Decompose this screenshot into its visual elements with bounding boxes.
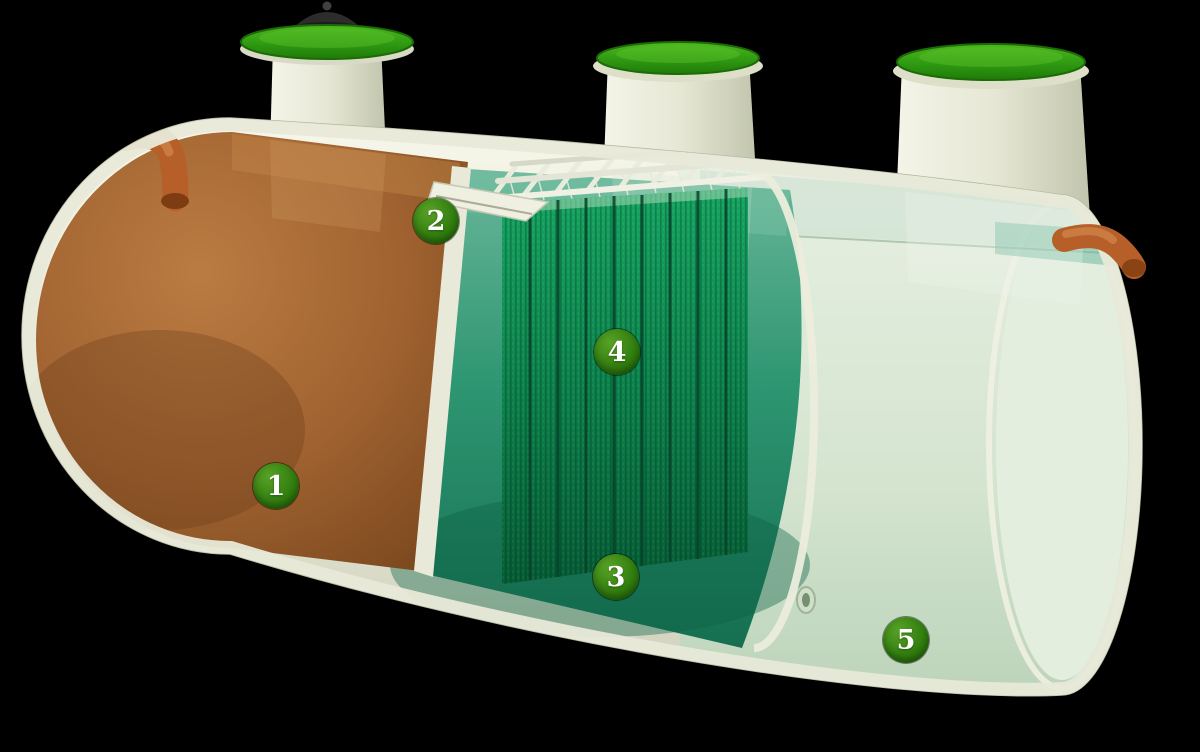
callout-badge-5: 5 [883,617,929,663]
lid-left [240,24,414,60]
lid-middle-highlight [616,45,740,63]
callout-badge-3: 3 [593,554,639,600]
curtain-top-band [502,188,748,213]
outlet-pipe-opening [1122,259,1146,277]
biofilter-curtains [502,188,748,584]
callout-badge-1: 1 [253,463,299,509]
tank-interior [22,118,1142,696]
callout-badge-4-label: 4 [607,336,627,368]
riser-right-inner-glow [905,192,1085,305]
shell-cut-edge [22,118,1142,696]
callout-badge-2-label: 2 [426,205,446,237]
curtain-panel-gaps [528,189,728,580]
lid-right [896,43,1086,81]
end-cap-right-inner [996,210,1128,680]
callout-badge-4: 4 [594,329,640,375]
drain-hole [796,586,816,614]
chamber-1-surface-band [232,134,460,202]
chamber-2-3-rim [753,168,818,652]
lid-right-highlight [919,47,1063,67]
callout-badge-2: 2 [413,198,459,244]
inlet-pipe-opening [161,193,189,209]
riser-left-inner-glow [270,140,386,232]
lid-left-highlight [259,28,395,48]
transfer-chute-edge [435,195,533,215]
callout-badge-1-label: 1 [266,470,286,502]
lid-middle [596,41,760,75]
callout-badge-5-label: 5 [896,624,916,656]
outlet-pipe [1052,224,1146,279]
chamber-divider [414,166,550,577]
callout-badge-3-label: 3 [606,561,626,593]
